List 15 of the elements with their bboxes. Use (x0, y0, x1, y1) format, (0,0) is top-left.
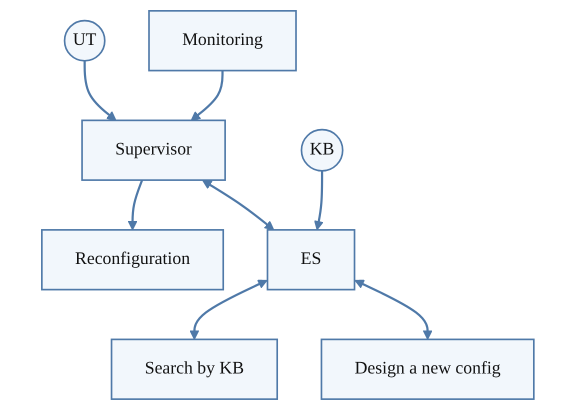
arrow (189, 280, 268, 340)
arrow (314, 170, 324, 230)
arrow (83, 60, 116, 121)
arrow (190, 70, 224, 121)
node-box: ES (266, 229, 355, 290)
arrow (354, 280, 432, 340)
arrow (202, 180, 274, 230)
node-box: Supervisor (80, 120, 226, 181)
node-circle: KB (300, 128, 344, 172)
node-circle: UT (63, 20, 106, 62)
node-box: Design a new config (320, 338, 534, 400)
node-box: Search by KB (110, 338, 278, 400)
node-box: Reconfiguration (40, 229, 224, 290)
arrow (127, 180, 143, 230)
node-box: Monitoring (148, 10, 296, 72)
